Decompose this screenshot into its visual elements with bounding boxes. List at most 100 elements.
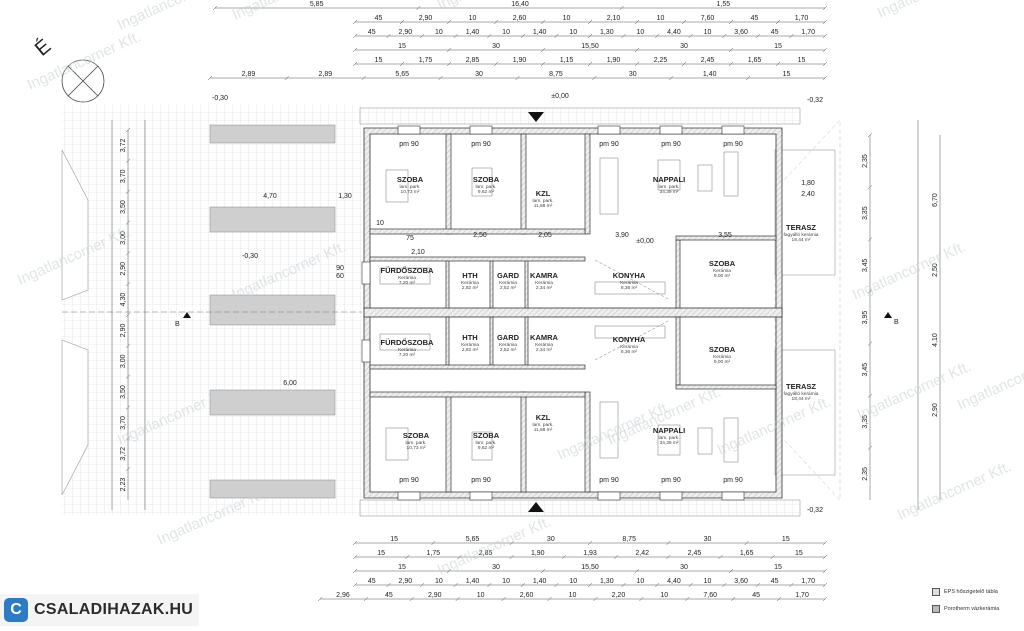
dimension-label: 1,90 bbox=[607, 57, 621, 64]
room-finish: lam. park. bbox=[532, 198, 553, 204]
dimension-label: 2,42 bbox=[635, 550, 649, 557]
room-name: KAMRA bbox=[530, 333, 558, 342]
dimension-tick bbox=[639, 596, 644, 602]
dimension-label: 10 bbox=[704, 578, 712, 585]
watermark-text: Ingatlancorner Kft. bbox=[230, 0, 349, 24]
dimension-tick bbox=[431, 540, 436, 546]
dimension-tick bbox=[822, 582, 828, 588]
room-finish: lam. park. bbox=[658, 435, 679, 441]
dimension-tick bbox=[744, 540, 749, 546]
dimension-label: 15 bbox=[375, 57, 383, 64]
dimension-label: 10 bbox=[657, 15, 665, 22]
dimension-tick bbox=[501, 596, 506, 602]
dimension-tick bbox=[587, 540, 593, 546]
room-finish: Kerámia bbox=[620, 280, 638, 286]
dimension-label: 8,75 bbox=[549, 71, 563, 78]
room-finish: Kerámia bbox=[461, 280, 479, 286]
room-area: 18,44 m² bbox=[792, 237, 811, 243]
dimension-tick bbox=[515, 75, 520, 81]
dimension-label: 10 bbox=[435, 29, 443, 36]
room-finish: fagyálló kerámia bbox=[784, 391, 819, 397]
dimension-tick bbox=[613, 554, 619, 560]
dimension-tick bbox=[487, 582, 492, 588]
dimension-label: 45 bbox=[375, 15, 383, 22]
dimension-tick bbox=[789, 33, 794, 39]
dimension-tick bbox=[775, 61, 781, 67]
room-area: 2,34 m² bbox=[536, 285, 553, 291]
dimension-tick bbox=[755, 582, 761, 588]
dimension-label: 30 bbox=[704, 536, 712, 543]
dimension-tick bbox=[685, 596, 690, 602]
dimension-label: 2,50 bbox=[473, 232, 487, 239]
dimension-label: 2,25 bbox=[654, 57, 668, 64]
dimension-tick bbox=[363, 596, 369, 602]
room-area: 2,52 m² bbox=[500, 347, 517, 353]
dimension-tick bbox=[446, 568, 452, 574]
window-label: pm 90 bbox=[599, 477, 619, 484]
dimension-tick bbox=[587, 19, 593, 25]
room-finish: lam. park. bbox=[532, 422, 553, 428]
dimension-tick bbox=[688, 33, 693, 39]
dimension-label: 45 bbox=[368, 578, 376, 585]
dimension-label: 3,60 bbox=[734, 29, 748, 36]
room-name: SZOBA bbox=[709, 345, 736, 354]
dimension-label: 3,50 bbox=[120, 385, 127, 399]
dimension-label: 60 bbox=[336, 273, 344, 280]
dimension-tick bbox=[125, 127, 131, 133]
dimension-tick bbox=[416, 5, 421, 11]
dimension-tick bbox=[666, 554, 671, 560]
dimension-tick bbox=[755, 33, 761, 39]
dimension-label: 5,65 bbox=[466, 536, 480, 543]
room-finish: Kerámia bbox=[398, 347, 416, 353]
dimension-label: 2,05 bbox=[538, 232, 552, 239]
brand-logo-icon: C bbox=[4, 598, 28, 622]
dimension-label: 10 bbox=[502, 29, 510, 36]
dimension-tick bbox=[352, 61, 358, 67]
dimension-tick bbox=[317, 596, 323, 602]
dimension-tick bbox=[728, 61, 734, 67]
dimension-tick bbox=[212, 5, 218, 11]
site-brand[interactable]: C CSALADIHAZAK.HU bbox=[0, 594, 200, 626]
dimension-label: 2,90 bbox=[419, 15, 433, 22]
level-label: -0,32 bbox=[807, 507, 823, 514]
dimension-label: 7,60 bbox=[701, 15, 715, 22]
dimension-tick bbox=[509, 554, 514, 560]
dimension-tick bbox=[666, 540, 671, 546]
dimension-tick bbox=[399, 61, 405, 67]
dimension-tick bbox=[681, 61, 687, 67]
dimension-tick bbox=[125, 220, 131, 225]
room-area: 34,39 m² bbox=[660, 189, 679, 195]
dimension-tick bbox=[722, 33, 727, 39]
dimension-label: 15 bbox=[783, 71, 791, 78]
room-area: 2,52 m² bbox=[500, 285, 517, 291]
room-name: TERASZ bbox=[786, 382, 816, 391]
dimension-label: 15 bbox=[798, 57, 806, 64]
dimension-tick bbox=[587, 33, 593, 39]
window-label: pm 90 bbox=[399, 477, 419, 484]
dimension-label: 3,60 bbox=[734, 578, 748, 585]
room-name: FÜRDŐSZOBA bbox=[381, 338, 434, 347]
dimension-tick bbox=[493, 19, 499, 25]
entrance-marker-bottom bbox=[528, 502, 544, 512]
dimension-label: 1,30 bbox=[600, 29, 614, 36]
dimension-label: 15 bbox=[377, 550, 385, 557]
dimension-tick bbox=[587, 582, 593, 588]
level-label: -0,30 bbox=[242, 253, 258, 260]
dimension-label: 2,85 bbox=[466, 57, 480, 64]
dimension-tick bbox=[207, 75, 213, 81]
dimension-label: 1,90 bbox=[513, 57, 527, 64]
level-label: ±0,00 bbox=[636, 238, 654, 245]
room-name: TERASZ bbox=[786, 223, 816, 232]
dimension-tick bbox=[540, 19, 546, 25]
dimension-label: 8,75 bbox=[622, 536, 636, 543]
dimension-label: 1,30 bbox=[600, 578, 614, 585]
dimension-label: 30 bbox=[680, 564, 688, 571]
dimension-tick bbox=[554, 582, 559, 588]
room-name: GARD bbox=[497, 271, 520, 280]
